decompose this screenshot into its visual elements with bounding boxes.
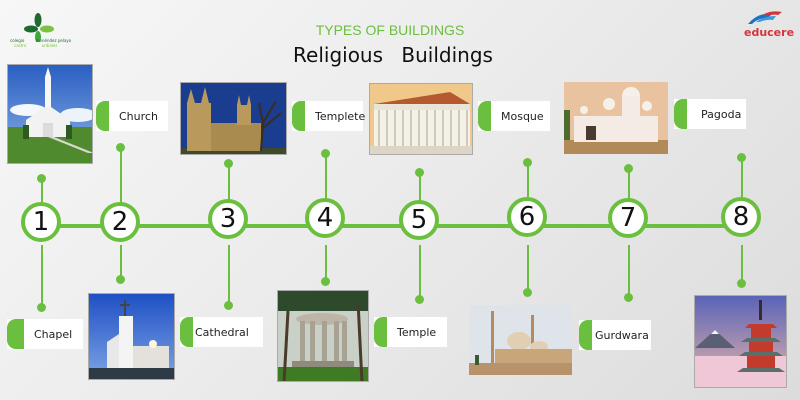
pagoda-image-icon xyxy=(695,296,786,387)
connector-1-down xyxy=(41,245,43,307)
educere-wordmark: educere xyxy=(744,26,795,39)
label-gurdwara: Gurdwara xyxy=(579,320,651,350)
educere-swoosh-icon xyxy=(748,11,782,24)
connector-5-up xyxy=(419,172,421,207)
connector-dot-8-down xyxy=(737,279,746,288)
label-accent-tab xyxy=(674,99,687,129)
label-accent-tab xyxy=(374,317,387,347)
timeline-node-3[interactable]: 3 xyxy=(208,199,248,239)
label-text: Mosque xyxy=(501,109,544,123)
label-pagoda: Pagoda xyxy=(674,99,746,129)
label-text: Temple xyxy=(397,325,437,339)
page-subtitle: TYPES OF BUILDINGS xyxy=(315,22,465,38)
connector-dot-5-down xyxy=(415,295,424,304)
connector-6-down xyxy=(527,245,529,292)
cathedral-image-icon xyxy=(181,83,286,154)
temple-photo xyxy=(369,83,473,155)
cathedral-photo xyxy=(180,82,287,155)
label-accent-tab xyxy=(478,101,491,131)
label-accent-tab xyxy=(180,317,193,347)
clover-logo-icon xyxy=(24,13,54,43)
label-text: Gurdwara xyxy=(595,328,649,342)
connector-2-down xyxy=(120,245,122,279)
label-accent-tab xyxy=(292,101,305,131)
connector-5-down xyxy=(419,245,421,299)
label-text: Chapel xyxy=(34,327,73,341)
connector-dot-1-up xyxy=(37,174,46,183)
label-accent-tab xyxy=(96,101,109,131)
label-cathedral: Cathedral xyxy=(180,317,263,347)
label-accent-tab xyxy=(7,319,24,349)
church-image-icon xyxy=(89,294,174,379)
label-church: Church xyxy=(96,101,168,131)
connector-dot-3-down xyxy=(224,301,233,310)
timeline-node-5[interactable]: 5 xyxy=(399,200,439,240)
connector-4-up xyxy=(325,153,327,207)
timeline-line xyxy=(40,224,742,228)
connector-dot-2-down xyxy=(116,275,125,284)
label-templete: Templete xyxy=(292,101,366,131)
mosque-image-icon xyxy=(469,305,572,375)
timeline-node-4[interactable]: 4 xyxy=(305,198,345,238)
connector-8-down xyxy=(741,245,743,283)
timeline-node-7[interactable]: 7 xyxy=(608,198,648,238)
connector-dot-7-up xyxy=(624,164,633,173)
logo-text-menendez: menéndez pelayo xyxy=(35,38,72,43)
mosque-photo xyxy=(469,305,572,375)
connector-dot-8-up xyxy=(737,153,746,162)
chapel-photo xyxy=(7,64,93,164)
gurdwara-photo xyxy=(564,82,668,154)
school-logo: colegio menéndez pelayo castro urdiales xyxy=(8,12,80,52)
label-mosque: Mosque xyxy=(478,101,550,131)
connector-dot-4-down xyxy=(321,277,330,286)
connector-2-up xyxy=(120,147,122,207)
page-title: Religious Buildings xyxy=(293,43,493,67)
templete-photo xyxy=(277,290,369,382)
label-temple: Temple xyxy=(374,317,447,347)
templete-image-icon xyxy=(278,291,368,381)
label-text: Cathedral xyxy=(195,325,249,339)
timeline-node-1[interactable]: 1 xyxy=(21,202,61,242)
connector-dot-4-up xyxy=(321,149,330,158)
connector-dot-6-down xyxy=(523,288,532,297)
logo-text-urdiales: urdiales xyxy=(41,43,58,48)
pagoda-photo xyxy=(694,295,787,388)
gurdwara-image-icon xyxy=(564,82,668,154)
connector-dot-7-down xyxy=(624,293,633,302)
church-photo xyxy=(88,293,175,380)
connector-3-up xyxy=(228,163,230,207)
connector-6-up xyxy=(527,162,529,197)
connector-4-down xyxy=(325,245,327,281)
logo-text-colegio: colegio xyxy=(10,38,25,43)
label-text: Templete xyxy=(315,109,366,123)
connector-dot-3-up xyxy=(224,159,233,168)
label-text: Pagoda xyxy=(701,107,742,121)
connector-dot-1-down xyxy=(37,303,46,312)
chapel-image-icon xyxy=(8,65,92,163)
timeline-node-6[interactable]: 6 xyxy=(507,197,547,237)
timeline-node-8[interactable]: 8 xyxy=(721,197,761,237)
educere-logo: educere xyxy=(738,8,794,40)
connector-dot-6-up xyxy=(523,158,532,167)
label-accent-tab xyxy=(579,320,592,350)
connector-8-up xyxy=(741,157,743,197)
connector-7-down xyxy=(628,245,630,297)
connector-3-down xyxy=(228,245,230,305)
connector-7-up xyxy=(628,168,630,206)
timeline-node-2[interactable]: 2 xyxy=(100,202,140,242)
label-text: Church xyxy=(119,109,158,123)
connector-dot-5-up xyxy=(415,168,424,177)
logo-text-castro: castro xyxy=(14,43,27,48)
label-chapel: Chapel xyxy=(7,319,83,349)
temple-image-icon xyxy=(370,84,472,154)
connector-dot-2-up xyxy=(116,143,125,152)
connector-1-up xyxy=(41,178,43,208)
